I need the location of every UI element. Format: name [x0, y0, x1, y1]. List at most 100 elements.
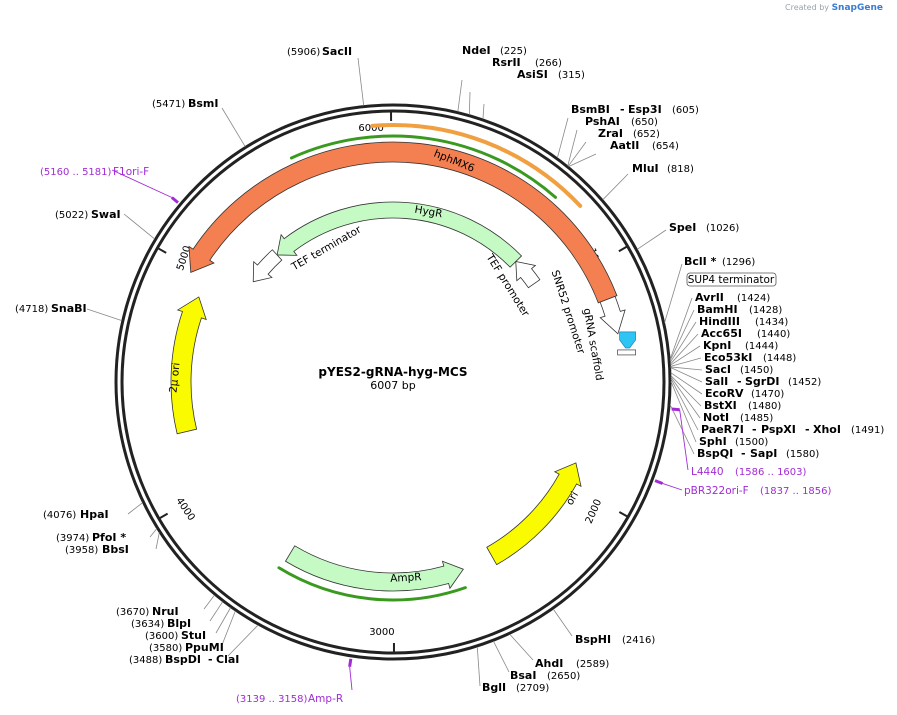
site-line-avrii [669, 297, 693, 360]
enzyme-pos-saci: (1450) [740, 365, 773, 376]
enzyme-pos-sphi: (1500) [735, 437, 768, 448]
enzyme-name-bgli: BglI [482, 681, 506, 694]
feature-label-2u-ori: 2μ ori [167, 362, 182, 393]
enzyme-name-stui: StuI [181, 629, 206, 642]
enzyme-pos-zrai: (652) [633, 129, 660, 140]
primer-mark-l4440 [671, 407, 680, 412]
enzyme-pos-avrii: (1424) [737, 293, 770, 304]
enzyme-pos-bstxi: (1480) [748, 401, 781, 412]
site-line-bsmbi [557, 117, 569, 158]
feature-arc-hphmx6 [188, 141, 618, 304]
enzyme-pos-noti: (1485) [740, 413, 773, 424]
enzyme-name-ndei: NdeI [462, 44, 491, 57]
enzyme-name-xhoi: XhoI [813, 423, 841, 436]
enzyme-name-hindiii: HindIII [699, 315, 740, 328]
site-line-paer7i [670, 378, 699, 431]
features-layer [170, 123, 637, 602]
enzyme-name-ahdi: AhdI [535, 657, 563, 670]
enzyme-pos-kpni: (1444) [745, 341, 778, 352]
primer-line-amp-r [349, 666, 353, 691]
feature-label-ori: ori [564, 490, 581, 508]
enzyme-pos-swai: (5022) [55, 210, 88, 221]
primer-arc-green [289, 134, 558, 199]
enzyme-sep-pspxi: - [805, 423, 810, 436]
enzyme-pos-stui: (3600) [145, 631, 178, 642]
enzyme-pos-bsmbi: (605) [672, 105, 699, 116]
site-line-bamhi [669, 309, 695, 361]
enzyme-name-asisi: AsiSI [517, 68, 548, 81]
enzyme-name-saci: SacI [705, 363, 731, 376]
credit-prefix: Created by [785, 3, 830, 12]
enzyme-pos-bspdi: (3488) [129, 655, 162, 666]
site-line-noti [670, 376, 701, 419]
enzyme-pos-bamhi: (1428) [749, 305, 782, 316]
sup4-label-box [686, 272, 777, 287]
enzyme-name-hpai: HpaI [80, 508, 109, 521]
site-line-bcli [664, 263, 683, 323]
enzyme-name-ecorv: EcoRV [705, 387, 744, 400]
primer-mark-pbr322ori-f [654, 479, 664, 485]
primer-pos-f1ori-f: (5160 .. 5181) [40, 167, 112, 178]
enzyme-name-pshai: PshAI [585, 115, 620, 128]
enzyme-pos-pshai: (650) [631, 117, 658, 128]
enzyme-name-bcli: BclI * [684, 255, 717, 268]
enzyme-pos-aatii: (654) [652, 141, 679, 152]
site-line-kpni [670, 345, 701, 366]
enzyme-pos-bgli: (2709) [516, 683, 549, 694]
backbone-outer [114, 103, 672, 661]
enzyme-name-sacii: SacII [322, 45, 352, 58]
enzyme-sep-sali: - [737, 375, 742, 388]
site-line-ahdi [509, 634, 534, 661]
feature-arc-snr52-promoter [599, 295, 626, 335]
feature-arc-ampr [284, 545, 464, 592]
primer-name-l4440: L4440 [691, 466, 724, 478]
enzyme-name-bsai: BsaI [510, 669, 536, 682]
enzyme-name-ppumi: PpuMI [185, 641, 224, 654]
enzyme-pos-bsmi: (5471) [152, 99, 185, 110]
enzyme-name-snabi: SnaBI [51, 302, 87, 315]
enzyme-pos-hpai: (4076) [43, 510, 76, 521]
enzyme-pos-rsrii: (266) [535, 58, 562, 69]
enzyme-name-clai: ClaI [216, 653, 239, 666]
site-line-spei [637, 229, 667, 250]
site-line-snabi [86, 308, 122, 322]
primer-pos-l4440: (1586 .. 1603) [735, 467, 807, 478]
enzyme-pos-blpi: (3634) [131, 619, 164, 630]
enzyme-pos-ecorv: (1470) [751, 389, 784, 400]
site-line-ndei [457, 79, 463, 112]
tick-mark-4000 [158, 512, 169, 520]
enzyme-name-rsrii: RsrII [492, 56, 521, 69]
feature-arc-2u-ori [170, 296, 207, 435]
enzyme-name-kpni: KpnI [703, 339, 731, 352]
primer-name-amp-r: Amp-R [308, 693, 343, 705]
enzyme-name-nrui: NruI [152, 605, 179, 618]
tick-label-3000: 3000 [369, 627, 394, 638]
plasmid-name: pYES2-gRNA-hyg-MCS [318, 365, 467, 379]
enzyme-name-mlui: MluI [632, 162, 659, 175]
site-line-aatii [568, 153, 597, 167]
enzyme-sep-bspqi: - [741, 447, 746, 460]
enzyme-pos-pfoi: (3974) [56, 533, 89, 544]
site-line-sacii [357, 57, 365, 106]
grna-marker-icon [619, 331, 637, 349]
site-line-hindiii [669, 321, 697, 363]
site-line-rsrii [468, 91, 471, 115]
site-line-ecorv [670, 372, 703, 395]
tick-mark-1000 [618, 245, 629, 253]
enzyme-name-spei: SpeI [669, 221, 696, 234]
site-line-sphi [670, 381, 697, 443]
enzyme-pos-bsai: (2650) [547, 671, 580, 682]
enzyme-name-bbsi: BbsI [102, 543, 129, 556]
tick-mark-5000 [156, 247, 167, 254]
primer-arc-orange [370, 123, 583, 208]
feature-label-ampr: AmpR [390, 571, 422, 585]
enzyme-pos-sacii: (5906) [287, 47, 320, 58]
snapgene-credit: Created by SnapGene [785, 3, 883, 13]
feature-label-hygr: HygR [414, 204, 444, 221]
enzyme-pos-snabi: (4718) [15, 304, 48, 315]
enzyme-name-bspdi: BspDI [165, 653, 201, 666]
feature-arc-hygr [276, 201, 523, 268]
enzyme-pos-hindiii: (1434) [755, 317, 788, 328]
site-line-saci [670, 366, 703, 371]
